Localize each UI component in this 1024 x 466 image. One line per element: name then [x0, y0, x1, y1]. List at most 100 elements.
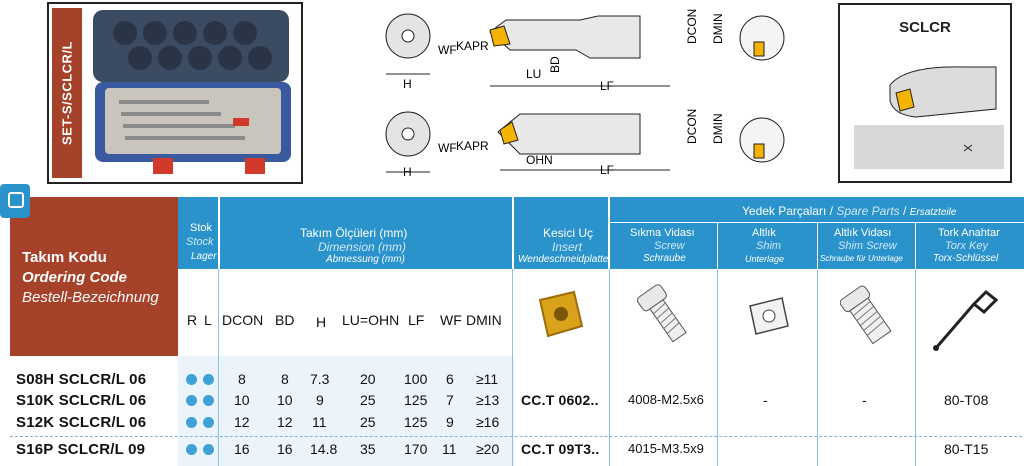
cell-h: 9	[316, 392, 324, 408]
screw-tr: Sıkma Vidası	[630, 227, 695, 239]
torx-key-icon	[933, 289, 999, 351]
cell-lu: 20	[360, 371, 376, 387]
kapr-label-bottom: KAPR	[456, 139, 489, 153]
dimension-header-bg	[178, 197, 514, 269]
col-divider	[817, 356, 818, 466]
col-divider	[609, 356, 610, 466]
dmin-label-bottom: DMIN	[711, 113, 725, 144]
kapr-label-top: KAPR	[456, 39, 489, 53]
screw-en: Screw	[654, 240, 685, 252]
torx-de: Torx-Schlüssel	[933, 253, 999, 264]
header-divider	[915, 223, 916, 269]
stock-l-dot	[203, 395, 214, 406]
torx-tr: Tork Anahtar	[938, 227, 1000, 239]
shim-screw-code-06: -	[862, 392, 867, 408]
group-separator	[10, 436, 1022, 437]
shim-screw-en: Shim Screw	[838, 240, 897, 252]
stock-r-dot	[186, 444, 197, 455]
shim-screw-tr: Altlık Vidası	[834, 227, 892, 239]
h-label-bottom: H	[403, 165, 412, 179]
cell-lu: 25	[360, 414, 376, 430]
col-wf: WF	[440, 312, 462, 328]
stock-r-dot	[186, 395, 197, 406]
shim-screw-icon	[840, 285, 892, 345]
sclcr-diagram-frame: SCLCR	[838, 3, 1012, 183]
stock-l-dot	[203, 417, 214, 428]
insert-en: Insert	[552, 240, 583, 254]
col-bd: BD	[275, 312, 295, 328]
screw-icon	[636, 284, 687, 343]
shim-screw-de: Schraube für Unterlage	[820, 254, 903, 263]
shim-tr: Altlık	[752, 227, 776, 239]
cell-bd: 8	[281, 371, 289, 387]
cell-h: 14.8	[310, 441, 338, 457]
cell-dmin: ≥13	[476, 392, 500, 408]
torx-code-09: 80-T15	[944, 441, 989, 457]
ordering-code-header: Takım Kodu Ordering Code Bestell-Bezeich…	[10, 197, 178, 356]
row-code: S08H SCLCR/L 06	[16, 371, 147, 388]
cell-wf: 9	[446, 414, 454, 430]
cell-lf: 125	[404, 414, 428, 430]
stock-r-dot	[186, 374, 197, 385]
dmin-label-top: DMIN	[711, 13, 725, 44]
col-divider	[512, 356, 513, 466]
shim-icon	[749, 297, 789, 335]
stock-de: Lager	[191, 251, 217, 262]
torx-en: Torx Key	[945, 240, 989, 252]
cell-dcon: 12	[234, 414, 250, 430]
wf-label-top: WF	[438, 43, 457, 57]
col-lu-ohn: LU=OHN	[342, 312, 400, 328]
product-case-photo	[93, 10, 291, 174]
shim-code-06: -	[763, 392, 768, 408]
bd-label-top: BD	[548, 56, 562, 73]
h-label-top: H	[403, 77, 412, 91]
column-label-area	[178, 269, 514, 356]
cell-dmin: ≥11	[476, 371, 499, 387]
insert-code-09: CC.T 09T3..	[521, 441, 600, 457]
cell-h: 11	[312, 414, 327, 430]
dimension-en: Dimension (mm)	[318, 240, 407, 254]
cell-wf: 11	[442, 441, 457, 457]
cell-dmin: ≥16	[476, 414, 500, 430]
cell-h: 7.3	[310, 371, 330, 387]
shim-en: Shim	[756, 240, 782, 252]
torx-code-06: 80-T08	[944, 392, 989, 408]
wf-label-bottom: WF	[438, 141, 457, 155]
row-code: S16P SCLCR/L 09	[16, 441, 146, 458]
col-lf: LF	[408, 312, 425, 328]
ohn-label: OHN	[526, 153, 553, 167]
dcon-label-bottom: DCON	[685, 109, 699, 144]
cell-lu: 35	[360, 441, 376, 457]
cell-dmin: ≥20	[476, 441, 500, 457]
col-dcon: DCON	[222, 312, 264, 328]
row-code: S10K SCLCR/L 06	[16, 392, 147, 409]
col-divider	[717, 356, 718, 466]
sclcr-title: SCLCR	[899, 19, 951, 36]
insert-header-bg	[514, 197, 610, 269]
product-photo-frame	[47, 2, 303, 184]
cell-bd: 10	[277, 392, 293, 408]
header-divider	[717, 223, 718, 269]
stock-r-dot	[186, 417, 197, 428]
col-r: R	[187, 312, 198, 328]
header-divider	[608, 197, 610, 269]
data-rows-tint	[178, 356, 514, 466]
cell-lf: 100	[404, 371, 428, 387]
lu-label-top: LU	[526, 67, 541, 81]
col-dmin: DMIN	[466, 312, 502, 328]
stock-tr: Stok	[190, 222, 213, 234]
header-divider	[610, 222, 1024, 223]
row-code: S12K SCLCR/L 06	[16, 414, 147, 431]
header-divider	[218, 197, 220, 269]
insert-de: Wendeschneidplatte	[518, 254, 609, 265]
cell-bd: 16	[277, 441, 293, 457]
cell-lf: 170	[404, 441, 428, 457]
shim-de: Unterlage	[745, 254, 785, 264]
header-divider	[512, 197, 514, 269]
col-h: H	[316, 314, 327, 330]
col-divider	[915, 356, 916, 466]
spare-parts-title: Yedek Parçaları / Spare Parts / Ersatzte…	[742, 204, 957, 218]
lf-label-bottom: LF	[600, 163, 614, 177]
dimension-tr: Takım Ölçüleri (mm)	[300, 226, 408, 240]
screw-code-09: 4015-M3.5x9	[628, 441, 704, 456]
